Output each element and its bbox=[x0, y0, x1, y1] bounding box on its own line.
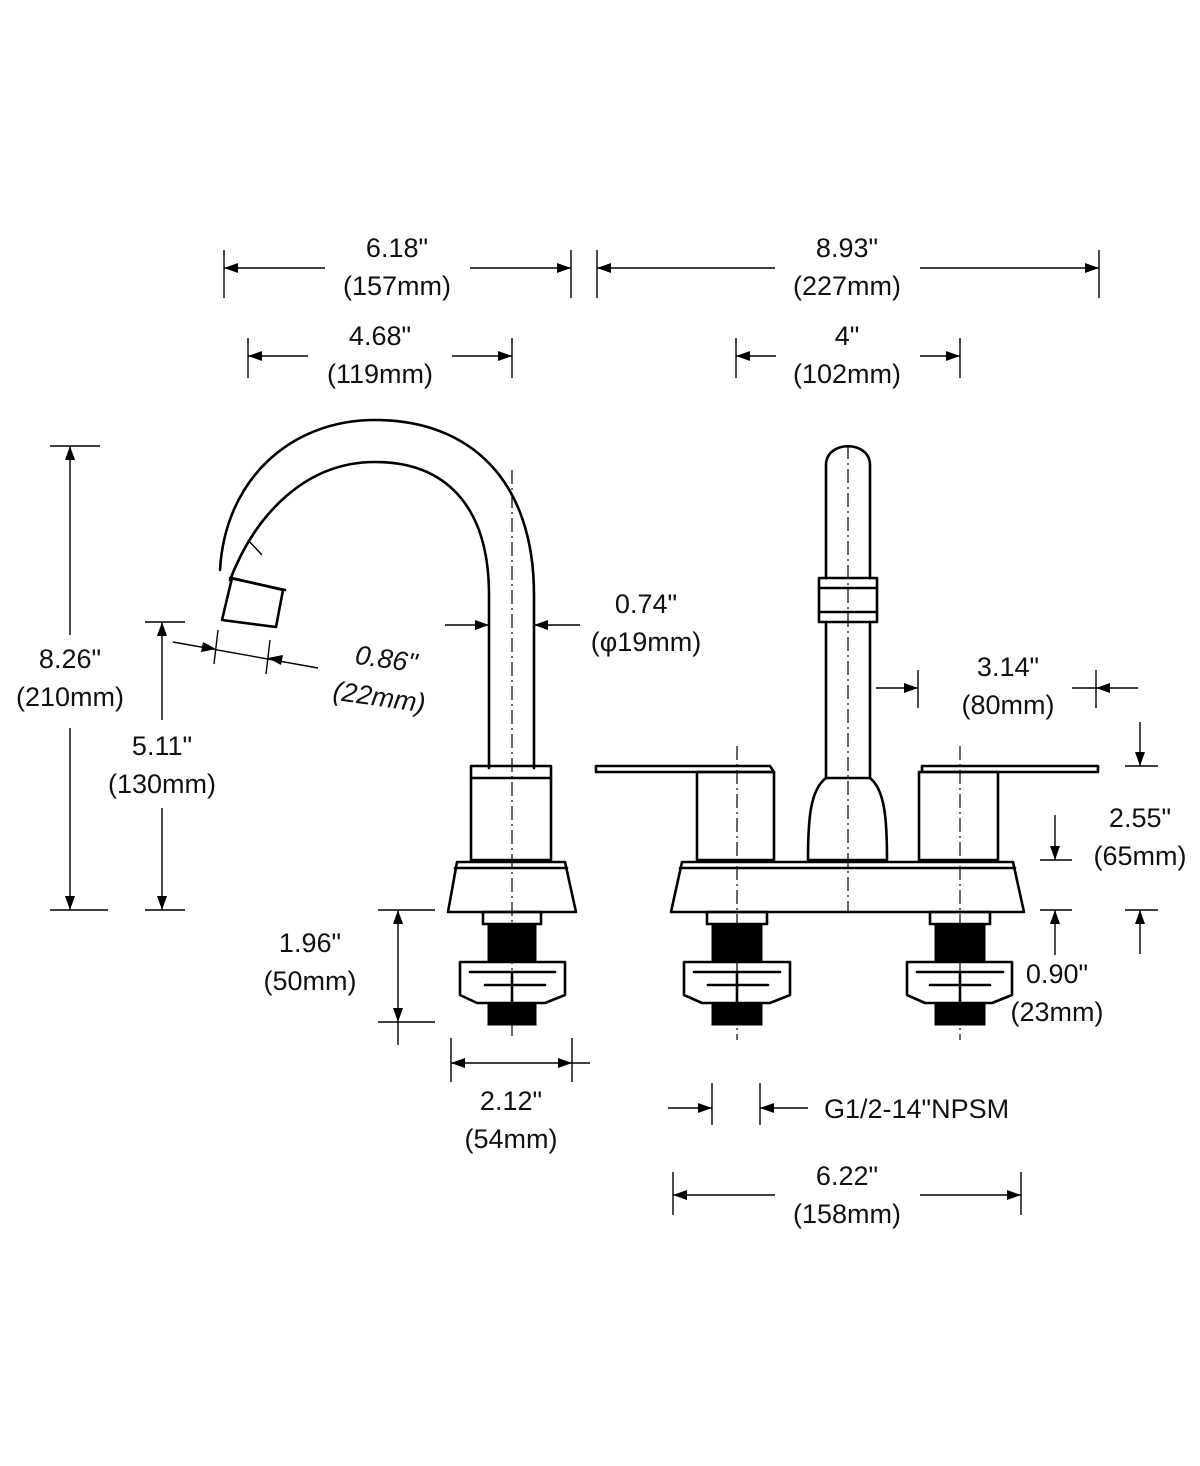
base-height-mm: (23mm) bbox=[1011, 997, 1104, 1027]
overall-depth-inch: 6.18" bbox=[366, 233, 428, 263]
overall-depth-mm: (157mm) bbox=[343, 271, 451, 301]
dimension-lines bbox=[50, 250, 1158, 1215]
base-width-inch: 6.22" bbox=[816, 1161, 878, 1191]
front-deck bbox=[669, 860, 1026, 914]
shank-length-inch: 1.96" bbox=[279, 928, 341, 958]
side-view bbox=[218, 418, 578, 1040]
spout-height-inch: 5.11" bbox=[132, 731, 192, 761]
overall-width-mm: (227mm) bbox=[793, 271, 901, 301]
aerator-diameter-mm: (22mm) bbox=[331, 676, 427, 719]
spout-diameter-inch: 0.74" bbox=[615, 589, 677, 619]
aerator-diameter-inch: 0.86" bbox=[353, 640, 420, 679]
side-base bbox=[446, 860, 578, 914]
handle-spacing-mm: (80mm) bbox=[962, 690, 1055, 720]
total-height-mm: (210mm) bbox=[16, 682, 124, 712]
dimension-labels: 6.18" (157mm) 8.93" (227mm) 4.68" (119mm… bbox=[16, 233, 1187, 1229]
center-set-inch: 4" bbox=[835, 321, 860, 351]
front-left-handle bbox=[695, 770, 776, 862]
base-height-inch: 0.90" bbox=[1026, 959, 1088, 989]
front-view bbox=[594, 444, 1100, 1040]
front-right-lever bbox=[920, 764, 1100, 774]
thread-spec: G1/2-14"NPSM bbox=[824, 1094, 1009, 1124]
side-nut bbox=[458, 960, 567, 1005]
spout-reach-mm: (119mm) bbox=[327, 359, 433, 389]
base-width-mm: (158mm) bbox=[793, 1199, 901, 1229]
overall-width-inch: 8.93" bbox=[816, 233, 878, 263]
base-depth-inch: 2.12" bbox=[480, 1086, 542, 1116]
shank-length-mm: (50mm) bbox=[264, 966, 357, 996]
handle-spacing-inch: 3.14" bbox=[977, 652, 1039, 682]
center-set-mm: (102mm) bbox=[793, 359, 901, 389]
base-depth-mm: (54mm) bbox=[465, 1124, 558, 1154]
front-aerator-collar bbox=[817, 576, 879, 624]
handle-height-mm: (65mm) bbox=[1094, 841, 1187, 871]
total-height-inch: 8.26" bbox=[39, 644, 101, 674]
spout-reach-inch: 4.68" bbox=[349, 321, 411, 351]
side-body bbox=[469, 764, 553, 862]
front-right-handle bbox=[917, 770, 1000, 862]
spout-diameter-mm: (φ19mm) bbox=[591, 627, 702, 657]
spout-height-mm: (130mm) bbox=[108, 769, 216, 799]
handle-height-inch: 2.55" bbox=[1109, 803, 1171, 833]
